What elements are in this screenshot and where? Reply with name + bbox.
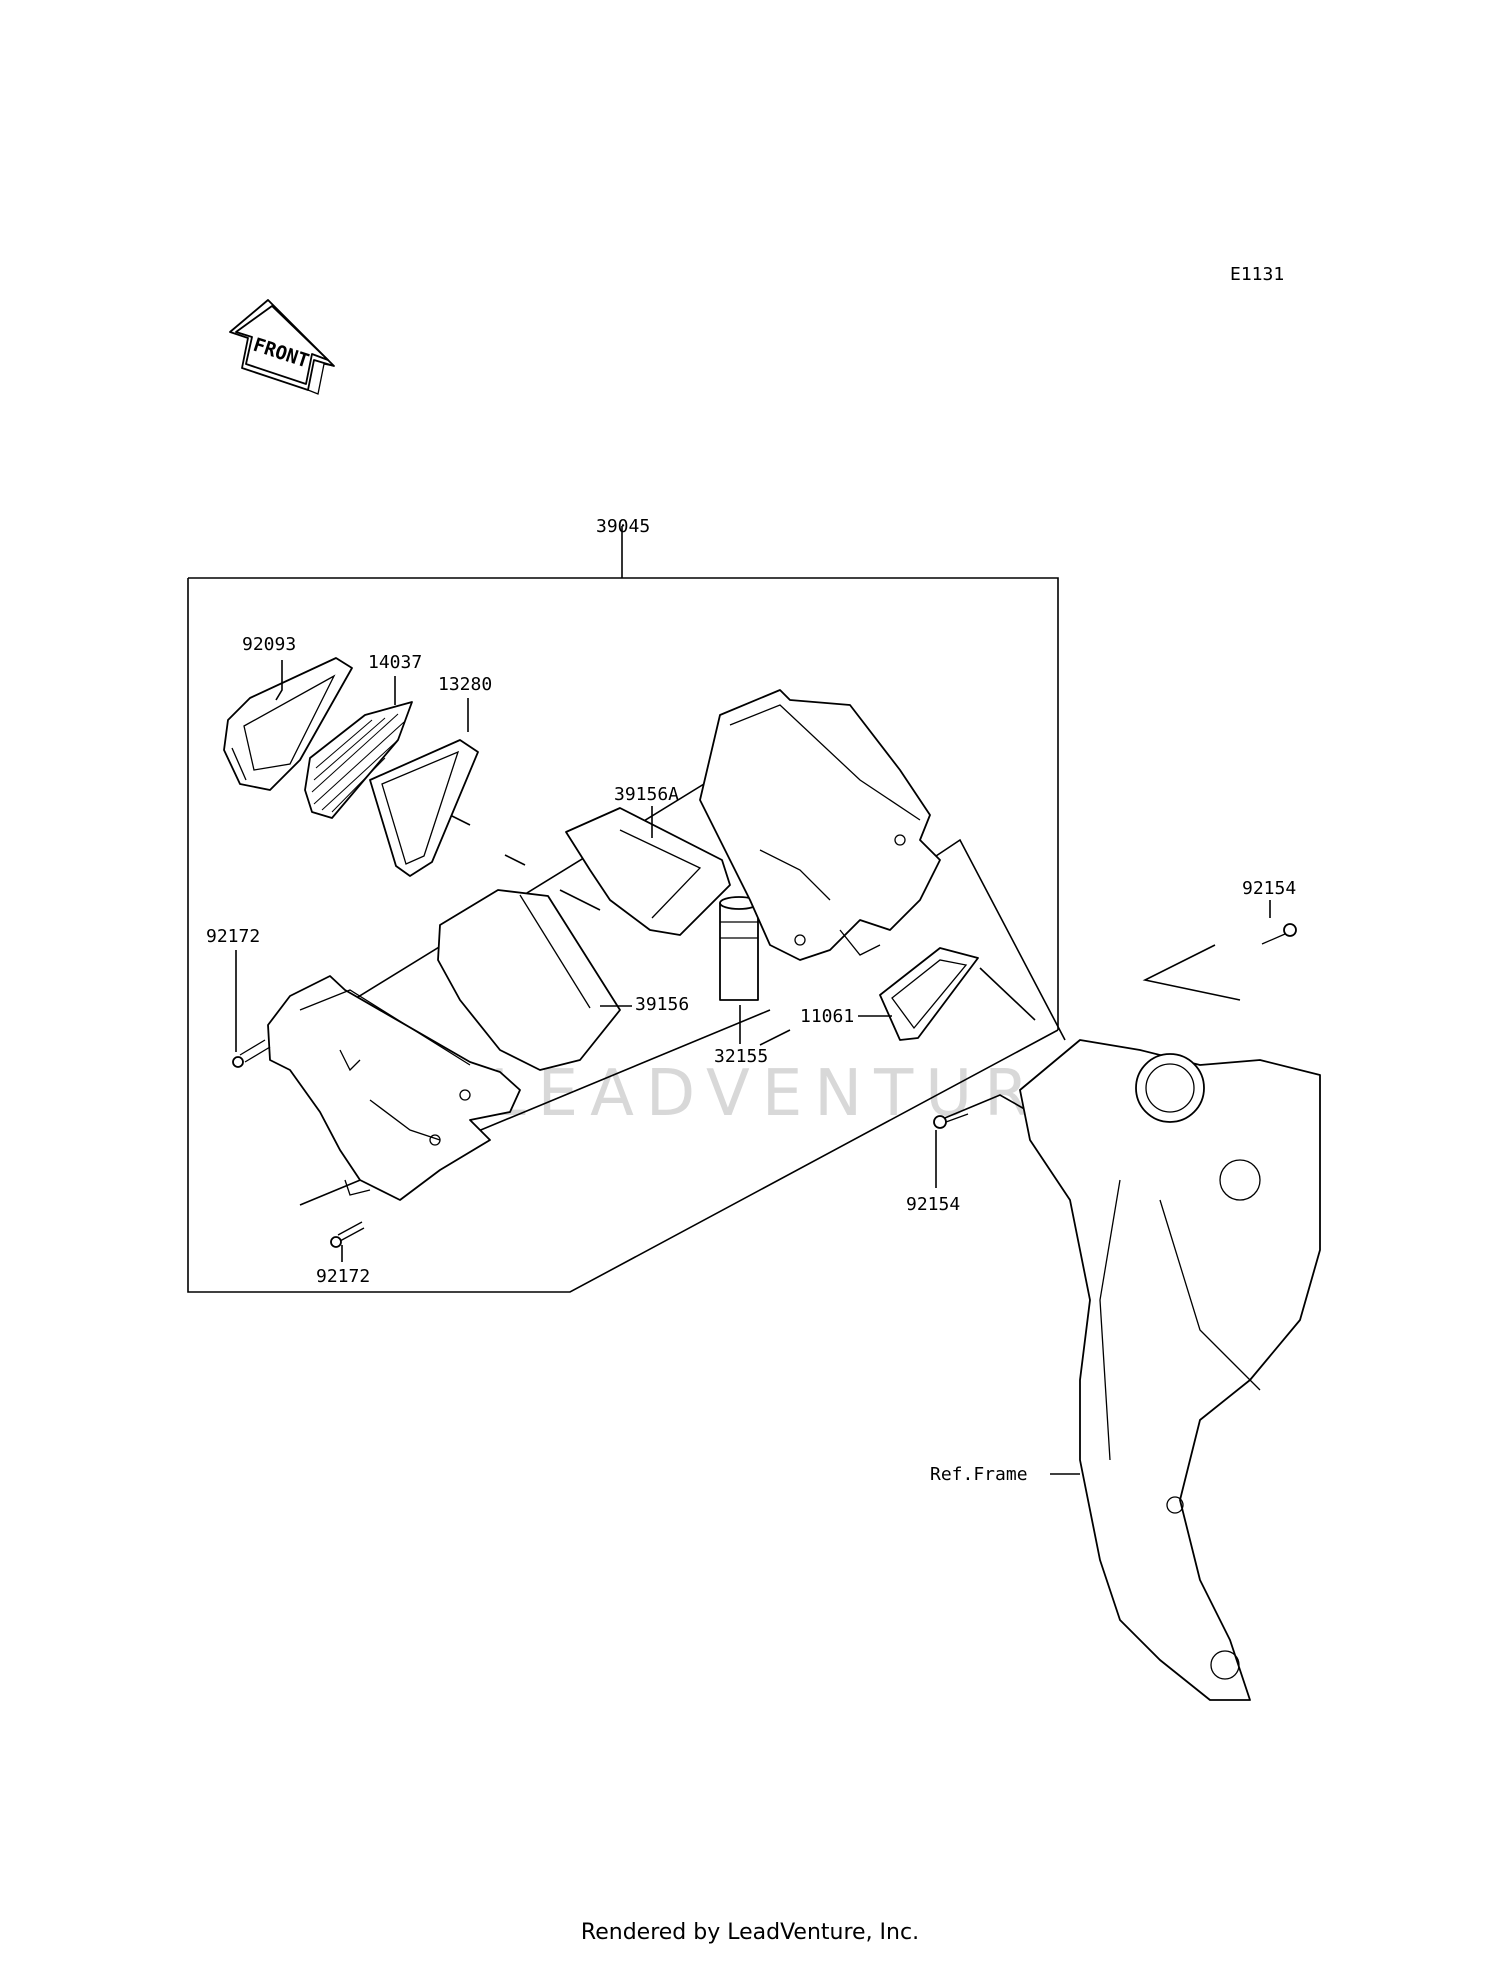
label-leaders [235,660,1271,1475]
label-14037: 14037 [368,652,422,673]
part-13280-seal [369,739,479,877]
label-39156A: 39156A [614,784,679,805]
frame-reference [1019,1039,1321,1701]
label-92154-lower: 92154 [906,1194,960,1215]
part-39156A-pad [565,807,731,936]
part-14037-screen [304,701,413,819]
part-92093-bracket [223,657,353,791]
label-32155: 32155 [714,1046,768,1067]
front-arrow-icon: FRONT [229,299,335,395]
bolt-92154-upper [1261,923,1297,945]
label-39045: 39045 [596,516,650,537]
label-92172-upper: 92172 [206,926,260,947]
watermark-text: LEADVENTURE [490,1057,1093,1131]
part-right-duct [699,689,941,961]
footer-credit: Rendered by LeadVenture, Inc. [580,1920,920,1945]
bolt-92172-lower [330,1221,365,1248]
bolt-92172-upper [232,1039,271,1068]
label-92093: 92093 [242,634,296,655]
label-39156: 39156 [635,994,689,1015]
diagram-id: E1131 [1230,264,1284,285]
label-92154-upper: 92154 [1242,878,1296,899]
part-labels: 39045 92093 14037 13280 39156A 39156 321… [206,516,1296,1485]
label-92172-lower: 92172 [316,1266,370,1287]
label-11061: 11061 [800,1006,854,1027]
part-left-duct [267,975,521,1201]
part-39156-pad [437,889,621,1071]
bolt-92154-lower [933,1113,969,1129]
label-ref-frame: Ref.Frame [930,1464,1028,1485]
label-13280: 13280 [438,674,492,695]
part-11061-seal [879,947,979,1041]
assembly-outline [187,540,1059,1293]
part-32155-collar [719,896,759,1001]
